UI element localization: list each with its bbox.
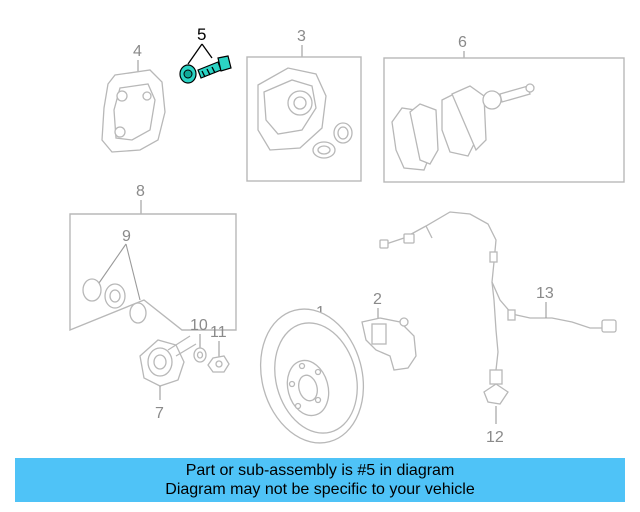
abs-sensor-harness-part-13[interactable]: 13	[379, 211, 617, 333]
hub-bearing-kit-part-8[interactable]: 8	[69, 183, 237, 332]
footer-line-1: Part or sub-assembly is #5 in diagram	[185, 462, 455, 479]
callout-3: 3	[297, 28, 306, 45]
callout-13: 13	[536, 285, 554, 302]
snap-ring-part-9[interactable]: 9	[82, 228, 147, 324]
callout-7: 7	[155, 405, 164, 422]
washer-part-10[interactable]: 10	[190, 317, 208, 363]
wheel-bearing	[104, 283, 126, 309]
parts-diagram: 4 5 3	[69, 25, 625, 454]
callout-11: 11	[210, 324, 227, 341]
caliper-bracket-part-4[interactable]: 4	[101, 43, 166, 153]
wheel-hub-part-7[interactable]: 7	[139, 335, 197, 422]
dust-shield-part-2[interactable]: 2	[361, 291, 417, 371]
brake-pads-part-6[interactable]: 6	[383, 34, 625, 183]
callout-6: 6	[458, 34, 467, 51]
callout-5: 5	[197, 25, 206, 44]
brake-rotor-part-1[interactable]: 1	[246, 297, 378, 454]
callout-4: 4	[133, 43, 142, 60]
hub-nut-part-11[interactable]: 11	[207, 324, 230, 373]
footer-line-2: Diagram may not be specific to your vehi…	[165, 481, 475, 498]
guide-pin-boot	[179, 64, 197, 84]
callout-12: 12	[486, 429, 504, 446]
callout-2: 2	[373, 291, 382, 308]
guide-pin-bolt-part-5[interactable]: 5	[179, 25, 232, 84]
abs-sensor-part-12[interactable]: 12	[483, 281, 509, 446]
footer-banner: Part or sub-assembly is #5 in diagram Di…	[15, 458, 625, 502]
caliper-assembly-part-3[interactable]: 3	[246, 28, 362, 182]
callout-9: 9	[122, 228, 131, 245]
guide-pin-bolt	[197, 55, 232, 79]
callout-8: 8	[136, 183, 145, 200]
callout-10: 10	[190, 317, 208, 334]
